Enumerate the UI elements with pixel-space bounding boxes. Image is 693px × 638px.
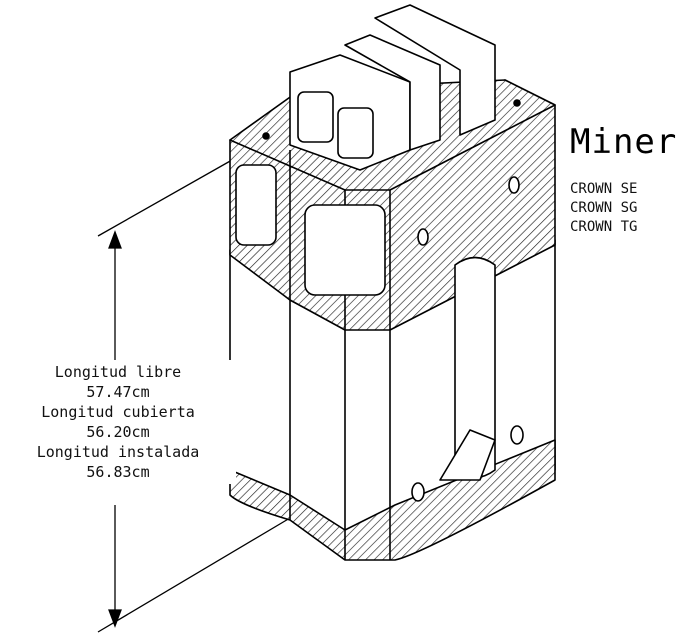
dimension-value: 56.83cm [86, 463, 150, 481]
model-item: CROWN SE [570, 181, 638, 197]
dimension-value: 57.47cm [86, 383, 150, 401]
dimension-label: Longitud libre [54, 363, 182, 381]
model-list: CROWN SE CROWN SG CROWN TG [570, 180, 637, 237]
spring-body [229, 4, 556, 561]
dimension-value: 56.20cm [86, 423, 150, 441]
brand-title: Miner [570, 122, 678, 162]
model-item: CROWN TG [570, 219, 638, 235]
dimension-label: Longitud instalada [36, 443, 200, 461]
dimension-label: Longitud cubierta [41, 403, 195, 421]
model-item: CROWN SG [570, 200, 638, 216]
dimension-arrow [97, 159, 291, 633]
dimension-labels: Longitud libre 57.47cm Longitud cubierta… [0, 360, 236, 484]
